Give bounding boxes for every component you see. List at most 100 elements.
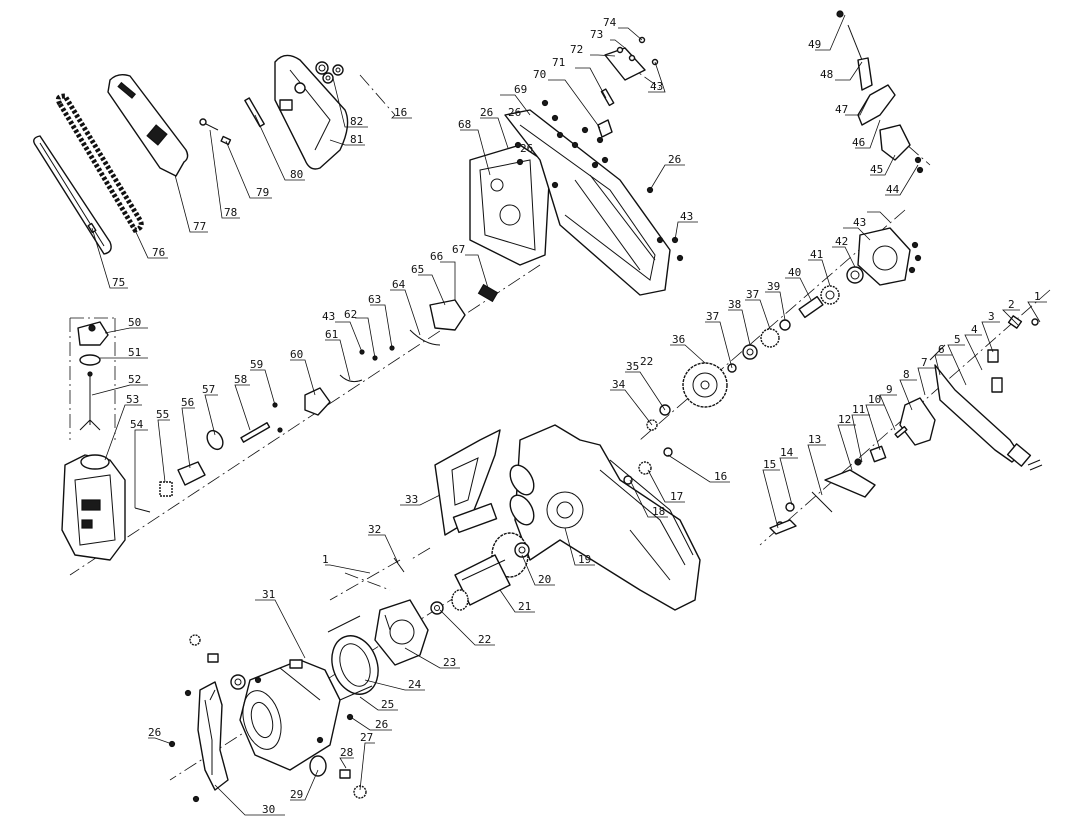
callout-48: 48: [820, 68, 833, 81]
callout-20: 20: [538, 573, 551, 586]
callout-17: 17: [670, 490, 683, 503]
switch-lever: [597, 119, 613, 138]
callout-39: 39: [767, 280, 780, 293]
callout-4: 4: [971, 323, 978, 336]
callout-49: 49: [808, 38, 821, 51]
callout-29: 29: [290, 788, 303, 801]
callout-78: 78: [224, 206, 237, 219]
callout-46: 46: [852, 136, 865, 149]
callout-3: 3: [988, 310, 995, 323]
gear-cover: [857, 227, 922, 286]
main-housing: [509, 424, 701, 611]
callout-37-b: 37: [746, 288, 759, 301]
callout-12: 12: [838, 413, 851, 426]
callout-73: 73: [590, 28, 603, 41]
tension-rod: [244, 97, 265, 128]
callout-21: 21: [518, 600, 531, 613]
callout-1-b: 1: [322, 553, 329, 566]
tension-pin: [220, 135, 232, 146]
oil-pump-parts: [134, 422, 271, 513]
motor-housing: [239, 659, 341, 771]
callout-22-b: 22: [640, 355, 653, 368]
motor-ring: [331, 635, 379, 695]
callout-16: 16: [714, 470, 727, 483]
callout-36: 36: [672, 333, 685, 346]
callout-26-c: 26: [668, 153, 681, 166]
callout-9: 9: [886, 383, 893, 396]
handle-bolt-assembly: [836, 10, 924, 174]
callout-25: 25: [381, 698, 394, 711]
callout-72: 72: [570, 43, 583, 56]
front-handle: [434, 429, 501, 536]
callout-26-f: 26: [520, 142, 533, 155]
callout-64: 64: [392, 278, 406, 291]
callout-53: 53: [126, 393, 139, 406]
callout-35: 35: [626, 360, 639, 373]
screw-32: [393, 557, 405, 573]
callout-19: 19: [578, 553, 591, 566]
callout-61: 61: [325, 328, 338, 341]
callout-26-d: 26: [148, 726, 161, 739]
callout-32: 32: [368, 523, 381, 536]
callout-74: 74: [603, 16, 617, 29]
callout-28: 28: [340, 746, 353, 759]
callout-50: 50: [128, 316, 141, 329]
handle-screws: [168, 676, 354, 803]
callout-26-b: 26: [480, 106, 493, 119]
callout-77: 77: [193, 220, 206, 233]
callout-16-b: 16: [394, 106, 407, 119]
callout-13: 13: [808, 433, 821, 446]
bar-cover: [107, 73, 189, 177]
callout-47: 47: [835, 103, 848, 116]
bearing-20: [514, 542, 530, 558]
callout-58: 58: [234, 373, 247, 386]
callout-7: 7: [921, 356, 928, 369]
callout-43-c: 43: [650, 80, 663, 93]
callout-38: 38: [728, 298, 741, 311]
oil-pump: [272, 283, 499, 433]
callout-31: 31: [262, 588, 275, 601]
callout-75: 75: [112, 276, 125, 289]
callout-44: 44: [886, 183, 900, 196]
rear-handle: [197, 681, 229, 791]
oil-cap-seal: [79, 354, 101, 366]
oil-cap: [77, 321, 109, 346]
callout-80: 80: [290, 168, 303, 181]
callout-2: 2: [1008, 298, 1015, 311]
brush-holder-right: [309, 755, 367, 799]
screws-73-74: [616, 36, 659, 66]
callout-43-b: 43: [322, 310, 335, 323]
callout-60: 60: [290, 348, 303, 361]
callout-34: 34: [612, 378, 626, 391]
callout-76: 76: [152, 246, 165, 259]
callout-79: 79: [256, 186, 269, 199]
brush-holder-left: [189, 634, 246, 690]
callout-81: 81: [350, 133, 363, 146]
callout-59: 59: [250, 358, 263, 371]
callout-14: 14: [780, 446, 794, 459]
cover-plate-72: [604, 47, 646, 81]
cord-clamp-parts: [987, 315, 1039, 393]
callout-1: 1: [1034, 290, 1041, 303]
callout-52: 52: [128, 373, 141, 386]
upper-housing-screws: [514, 99, 684, 262]
oil-tank: [61, 454, 126, 561]
callout-6: 6: [938, 343, 945, 356]
callout-63: 63: [368, 293, 381, 306]
callout-51: 51: [128, 346, 141, 359]
leader-lines: [91, 14, 1047, 816]
callout-62: 62: [344, 308, 357, 321]
callout-26-e: 26: [508, 106, 521, 119]
callout-26: 26: [375, 718, 388, 731]
spring-71: [600, 88, 615, 107]
callout-43-d: 43: [680, 210, 693, 223]
callout-27: 27: [360, 731, 373, 744]
callout-42: 42: [835, 235, 848, 248]
stator: [374, 599, 429, 666]
callout-71: 71: [552, 56, 565, 69]
bearing-22: [430, 601, 444, 615]
callout-65: 65: [411, 263, 424, 276]
callout-43-a: 43: [853, 216, 866, 229]
